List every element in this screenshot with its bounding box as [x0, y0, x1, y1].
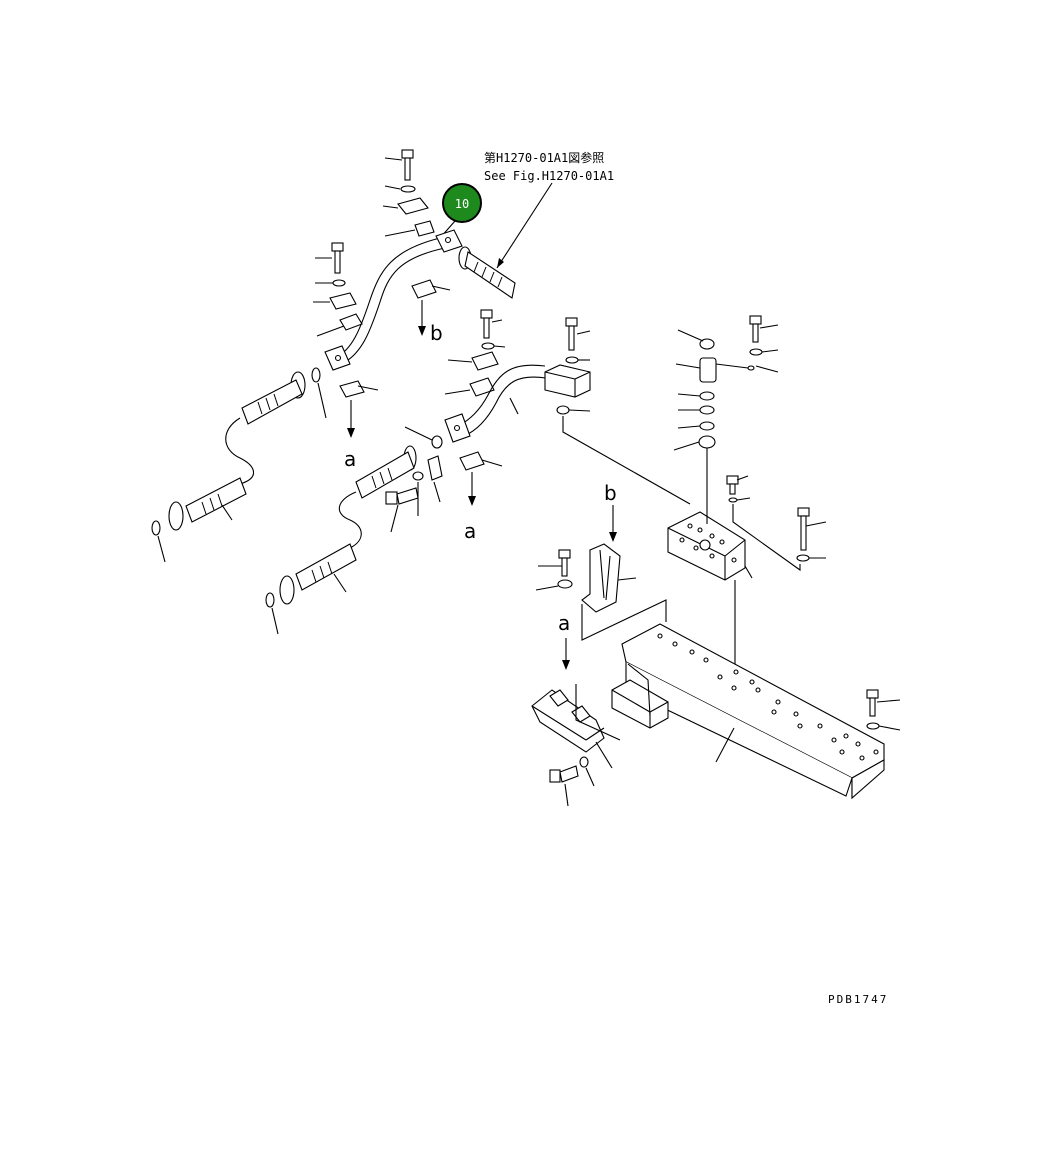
- valve-fittings-stack: [673, 329, 755, 451]
- callout-number: 10: [455, 197, 469, 211]
- upper-hose-fitting: [458, 246, 516, 299]
- view-marker-a-left: a: [344, 447, 356, 471]
- reference-leader: [496, 182, 553, 269]
- bracket-b: [535, 505, 667, 641]
- view-marker-b-lower: b: [604, 481, 617, 505]
- reference-arrowhead: [497, 258, 504, 268]
- callout-10[interactable]: 10: [439, 183, 482, 239]
- o-ring: [311, 367, 321, 383]
- manifold-right-fittings: [726, 475, 827, 562]
- upper-hydraulic-pipe: [324, 229, 463, 371]
- reference-note-en: See Fig.H1270-01A1: [484, 169, 614, 183]
- clamp-a-mid: [459, 451, 503, 506]
- view-marker-a-mid: a: [464, 519, 476, 543]
- valve-side-bolts: [749, 315, 779, 373]
- center-lines: [562, 416, 801, 672]
- manifold-block: [667, 511, 753, 581]
- bracket-a: [531, 638, 621, 807]
- drawing-code: PDB1747: [828, 993, 888, 1006]
- view-marker-a-lower: a: [558, 611, 570, 635]
- clamp-b-upper: [411, 279, 451, 336]
- left-hose-assembly: [151, 371, 306, 563]
- view-marker-b-upper: b: [430, 321, 443, 345]
- second-hydraulic-pipe: [444, 364, 591, 443]
- reference-note-jp: 第H1270-01A1図参照: [484, 150, 604, 165]
- o-ring-2: [431, 435, 443, 449]
- clamp-a-left: [339, 380, 379, 438]
- frame-channel: [611, 623, 901, 800]
- second-clamp-stack: [444, 309, 506, 397]
- upper-clamp-stack: [382, 149, 435, 237]
- middle-hose-assembly: [265, 445, 443, 635]
- mid-clamp-stack: [313, 242, 363, 337]
- manifold-top-bolts: [556, 317, 591, 415]
